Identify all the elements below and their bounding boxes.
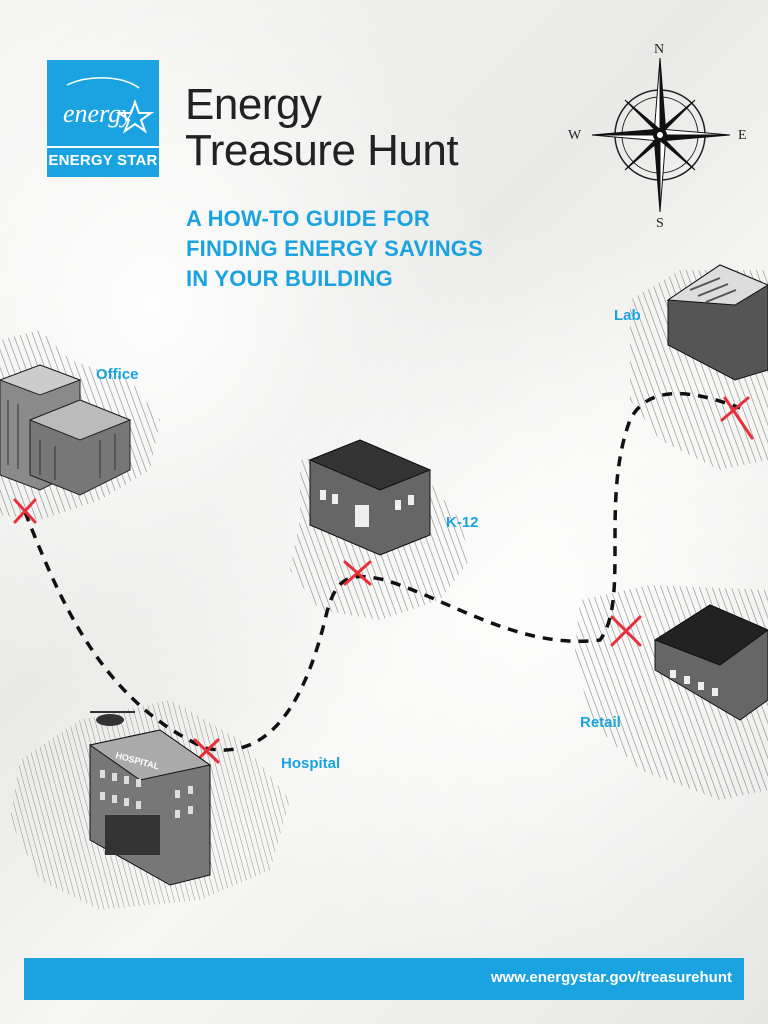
label-office: Office xyxy=(96,366,139,383)
compass-west: W xyxy=(568,128,582,143)
k12-school-illustration xyxy=(308,439,432,556)
subtitle-line-3: IN YOUR BUILDING xyxy=(186,266,393,291)
energy-star-logo: energy ENERGY STAR xyxy=(47,60,159,177)
compass-rose: N S W E xyxy=(568,40,750,231)
marker-lab xyxy=(720,396,754,440)
subtitle-line-2: FINDING ENERGY SAVINGS xyxy=(186,236,483,261)
footer-url-link[interactable]: www.energystar.gov/treasurehunt xyxy=(490,969,732,986)
compass-south: S xyxy=(656,216,664,231)
title-line-2: Treasure Hunt xyxy=(185,126,459,175)
footer-bar: www.energystar.gov/treasurehunt xyxy=(24,958,744,1000)
hospital-building-illustration xyxy=(88,711,212,886)
logo-label: ENERGY STAR xyxy=(48,152,158,169)
compass-icon xyxy=(591,57,731,213)
subtitle-line-1: A HOW-TO GUIDE FOR xyxy=(186,206,430,231)
energy-star-logo-mark: energy xyxy=(63,77,155,134)
treasure-path xyxy=(23,391,741,752)
logo-divider xyxy=(47,146,159,148)
label-hospital: Hospital xyxy=(281,755,341,772)
compass-north: N xyxy=(654,42,665,57)
label-retail: Retail xyxy=(580,714,621,731)
page-title: Energy Treasure Hunt xyxy=(185,80,459,175)
marker-retail xyxy=(610,615,642,647)
marker-k12 xyxy=(343,560,372,586)
label-k12: K-12 xyxy=(446,514,479,531)
marker-office xyxy=(13,498,37,524)
page-subtitle: A HOW-TO GUIDE FOR FINDING ENERGY SAVING… xyxy=(186,204,483,294)
helicopter-icon xyxy=(90,711,135,726)
lab-building-illustration xyxy=(666,264,768,381)
label-lab: Lab xyxy=(614,307,641,324)
title-line-1: Energy xyxy=(185,80,322,129)
office-building-illustration xyxy=(0,364,132,496)
retail-building-illustration xyxy=(653,604,768,721)
compass-east: E xyxy=(738,128,747,143)
